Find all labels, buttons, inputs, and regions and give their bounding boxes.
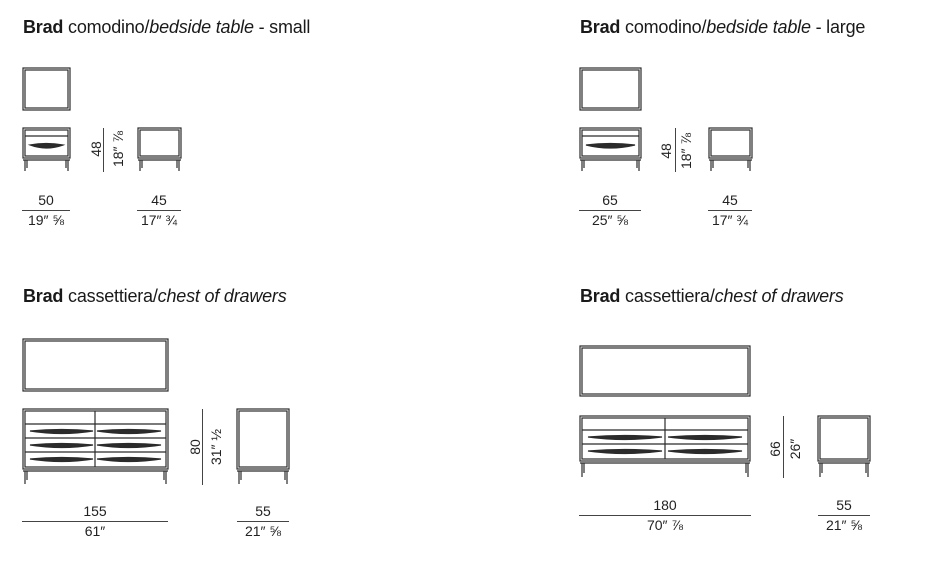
chest-large-height-in: 26″ bbox=[787, 438, 803, 460]
dim-line bbox=[579, 515, 751, 516]
chest-small-height-in: 31″ ½ bbox=[208, 428, 224, 466]
dim-line bbox=[22, 210, 70, 211]
chest-large-top-view bbox=[579, 345, 751, 397]
bedside-small-front-view bbox=[22, 127, 71, 171]
chest-small-side-view bbox=[236, 408, 290, 484]
dim-inch: 25″ ⅝ bbox=[591, 212, 629, 228]
dim-inch: 17″ ¾ bbox=[140, 212, 178, 228]
bedside-small-top-view bbox=[22, 67, 71, 111]
bedside-large-width-dim: 65 25″ ⅝ bbox=[579, 192, 641, 228]
bedside-large-side-view bbox=[708, 127, 753, 171]
chest-small-top-view bbox=[22, 338, 169, 392]
dim-inch: 19″ ⅝ bbox=[27, 212, 65, 228]
bedside-small-side-view bbox=[137, 127, 182, 171]
chest-small-width-dim: 155 61″ bbox=[22, 503, 168, 539]
chest-large-front-view bbox=[579, 415, 751, 477]
chest-small-depth-dim: 55 21″ ⅝ bbox=[237, 503, 289, 539]
bedside-small-width-dim: 50 19″ ⅝ bbox=[22, 192, 70, 228]
bedside-large-top-view bbox=[579, 67, 642, 111]
dim-cm: 55 bbox=[836, 497, 852, 513]
dim-inch: 17″ ¾ bbox=[711, 212, 749, 228]
chest-large-height-line bbox=[783, 416, 784, 478]
dim-cm: 180 bbox=[653, 497, 677, 513]
bedside-small-height-line bbox=[103, 128, 104, 172]
dim-inch: 70″ ⅞ bbox=[646, 517, 684, 533]
bedside-small-height-cm: 48 bbox=[88, 141, 104, 157]
title-chest-small: Brad cassettiera/chest of drawers bbox=[23, 286, 287, 306]
dim-line bbox=[708, 210, 752, 211]
dim-cm: 50 bbox=[38, 192, 54, 208]
title-bedside-large: Brad comodino/bedside table - large bbox=[580, 17, 866, 37]
dim-inch: 21″ ⅝ bbox=[244, 523, 282, 539]
dim-line bbox=[237, 521, 289, 522]
title-chest-large: Brad cassettiera/chest of drawers bbox=[580, 286, 844, 306]
dim-line bbox=[818, 515, 870, 516]
chest-large-height-cm: 66 bbox=[767, 441, 783, 457]
bedside-large-front-view bbox=[579, 127, 642, 171]
dim-inch: 61″ bbox=[84, 523, 106, 539]
dim-cm: 55 bbox=[255, 503, 271, 519]
bedside-large-height-line bbox=[675, 128, 676, 172]
chest-small-height-cm: 80 bbox=[187, 439, 203, 455]
chest-large-depth-dim: 55 21″ ⅝ bbox=[818, 497, 870, 533]
dim-cm: 45 bbox=[151, 192, 167, 208]
bedside-small-depth-dim: 45 17″ ¾ bbox=[137, 192, 181, 228]
dim-line bbox=[137, 210, 181, 211]
chest-small-front-view bbox=[22, 408, 169, 484]
bedside-large-height-cm: 48 bbox=[658, 143, 674, 159]
dim-line bbox=[22, 521, 168, 522]
chest-large-width-dim: 180 70″ ⅞ bbox=[579, 497, 751, 533]
dim-cm: 65 bbox=[602, 192, 618, 208]
dim-cm: 155 bbox=[83, 503, 107, 519]
chest-small-height-line bbox=[202, 409, 203, 485]
title-bedside-small: Brad comodino/bedside table - small bbox=[23, 17, 311, 37]
bedside-small-height-in: 18″ ⅞ bbox=[110, 130, 126, 168]
dim-inch: 21″ ⅝ bbox=[825, 517, 863, 533]
bedside-large-height-in: 18″ ⅞ bbox=[678, 132, 694, 170]
dim-line bbox=[579, 210, 641, 211]
chest-large-side-view bbox=[817, 415, 871, 477]
dim-cm: 45 bbox=[722, 192, 738, 208]
bedside-large-depth-dim: 45 17″ ¾ bbox=[708, 192, 752, 228]
